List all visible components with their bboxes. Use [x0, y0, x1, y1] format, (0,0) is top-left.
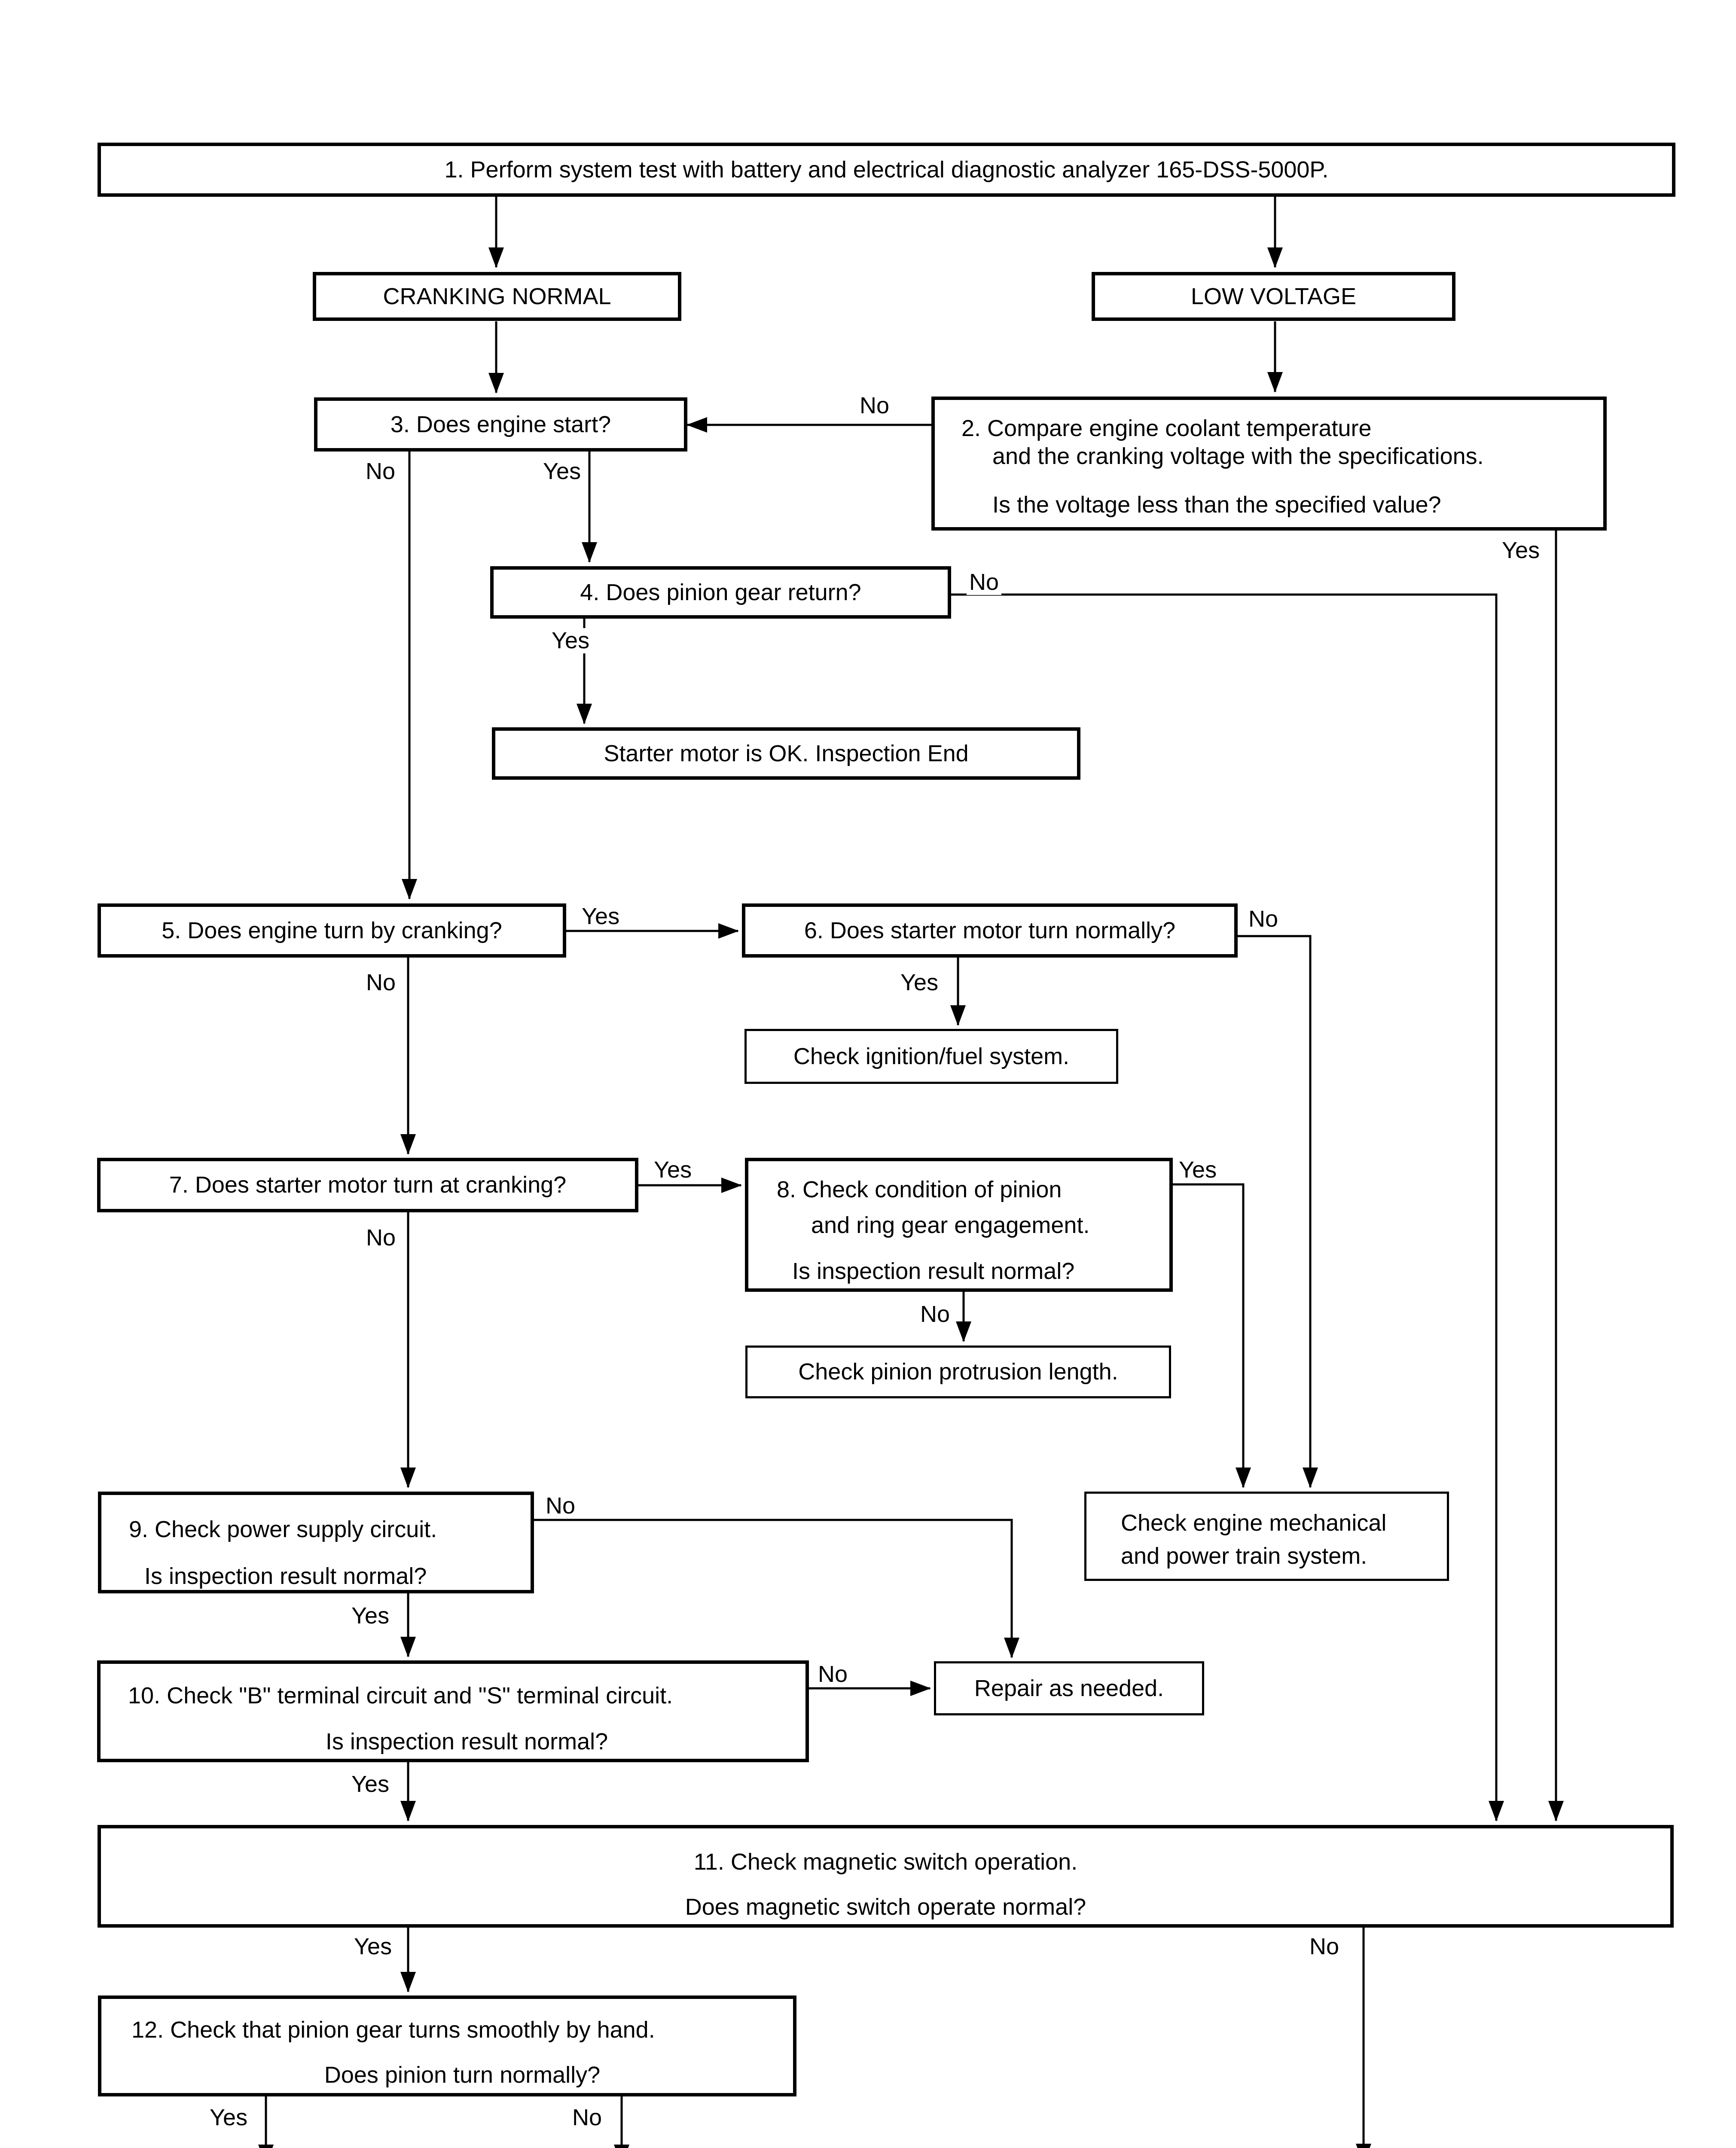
node-step8: 8. Check condition of pinion and ring ge… — [745, 1158, 1173, 1292]
edge-step9-no-to-repair — [534, 1519, 1019, 1658]
edge-label-yes-step3: Yes — [540, 458, 584, 485]
edge-label-yes-step2: Yes — [1499, 537, 1543, 564]
node-step8-line3: Is inspection result normal? — [792, 1258, 1075, 1284]
node-step10-line1: 10. Check "B" terminal circuit and "S" t… — [128, 1683, 673, 1709]
edge-label-no-step11: No — [1307, 1934, 1342, 1960]
node-step12-line1: 12. Check that pinion gear turns smoothl… — [131, 2017, 655, 2043]
node-step8-line1: 8. Check condition of pinion — [777, 1177, 1062, 1202]
edge-label-no-step10: No — [815, 1661, 851, 1687]
node-step2-line1: 2. Compare engine coolant temperature — [961, 415, 1372, 441]
node-step11-line1: 11. Check magnetic switch operation. — [693, 1849, 1078, 1875]
node-step4-label: 4. Does pinion gear return? — [580, 579, 861, 605]
edge-step8-yes-to-engine-mech — [1173, 1183, 1251, 1488]
edge-label-yes-step4: Yes — [549, 628, 592, 654]
node-cranking-normal: CRANKING NORMAL — [313, 272, 681, 321]
edge-label-yes-step5: Yes — [579, 903, 622, 930]
node-step9-line2: Is inspection result normal? — [144, 1563, 427, 1589]
edge-label-no-step3: No — [363, 458, 398, 485]
node-check-engine-mech: Check engine mechanical and power train … — [1084, 1492, 1449, 1581]
edge-label-no-step6: No — [1246, 906, 1281, 932]
node-step1: 1. Perform system test with battery and … — [98, 143, 1675, 197]
node-step10: 10. Check "B" terminal circuit and "S" t… — [97, 1660, 809, 1762]
edge-label-no-step9: No — [543, 1493, 578, 1519]
edge-label-no-step4: No — [967, 569, 1002, 595]
edge-label-no-step5: No — [363, 970, 399, 996]
node-step3: 3. Does engine start? — [314, 397, 687, 452]
node-step8-line2: and ring gear engagement. — [811, 1212, 1090, 1238]
node-starter-ok: Starter motor is OK. Inspection End — [492, 727, 1080, 780]
edge-label-yes-step8: Yes — [1176, 1157, 1220, 1183]
node-low-voltage: LOW VOLTAGE — [1092, 272, 1455, 321]
node-check-engine-mech-line2: and power train system. — [1121, 1543, 1367, 1569]
node-step11-line2: Does magnetic switch operate normal? — [685, 1894, 1086, 1920]
node-repair-label: Repair as needed. — [974, 1675, 1164, 1701]
edge-step6-no-to-engine-mech — [1238, 935, 1318, 1488]
node-check-ignition: Check ignition/fuel system. — [744, 1029, 1118, 1084]
node-step2-line2: and the cranking voltage with the specif… — [992, 443, 1484, 469]
edge-label-no-step8: No — [918, 1301, 953, 1327]
node-cranking-normal-label: CRANKING NORMAL — [383, 283, 611, 309]
node-check-engine-mech-line1: Check engine mechanical — [1121, 1510, 1387, 1536]
node-step1-label: 1. Perform system test with battery and … — [444, 156, 1329, 183]
edge-label-no-step7: No — [363, 1225, 399, 1251]
node-step12-line2: Does pinion turn normally? — [324, 2062, 601, 2088]
node-step4: 4. Does pinion gear return? — [490, 566, 951, 619]
node-starter-ok-label: Starter motor is OK. Inspection End — [604, 740, 969, 766]
node-step6: 6. Does starter motor turn normally? — [742, 903, 1238, 958]
edge-label-no-step12: No — [570, 2105, 605, 2131]
node-step2: 2. Compare engine coolant temperature an… — [931, 397, 1607, 531]
node-low-voltage-label: LOW VOLTAGE — [1190, 283, 1357, 309]
edge-step4-no-to-step11 — [951, 593, 1504, 1822]
node-repair: Repair as needed. — [934, 1661, 1204, 1715]
node-step2-line3: Is the voltage less than the specified v… — [992, 491, 1441, 518]
node-step10-line2: Is inspection result normal? — [325, 1728, 608, 1754]
node-step11: 11. Check magnetic switch operation. Doe… — [98, 1825, 1674, 1928]
edge-label-yes-step9: Yes — [349, 1603, 392, 1629]
node-step9: 9. Check power supply circuit. Is inspec… — [98, 1492, 534, 1593]
edge-label-yes-step10: Yes — [349, 1771, 392, 1797]
node-step5-label: 5. Does engine turn by cranking? — [162, 917, 502, 943]
node-step3-label: 3. Does engine start? — [390, 411, 611, 437]
edge-label-yes-step6: Yes — [898, 970, 941, 996]
node-step7-label: 7. Does starter motor turn at cranking? — [169, 1172, 567, 1198]
edge-label-no-step2-step3: No — [857, 393, 892, 419]
node-check-protrusion: Check pinion protrusion length. — [745, 1346, 1171, 1398]
node-check-protrusion-label: Check pinion protrusion length. — [798, 1359, 1118, 1385]
node-step5: 5. Does engine turn by cranking? — [98, 903, 566, 958]
edge-label-yes-step7: Yes — [651, 1157, 695, 1183]
edge-label-yes-step12: Yes — [207, 2105, 250, 2131]
node-step12: 12. Check that pinion gear turns smoothl… — [98, 1995, 796, 2096]
edge-label-yes-step11: Yes — [351, 1934, 395, 1960]
node-step7: 7. Does starter motor turn at cranking? — [97, 1158, 638, 1212]
node-step9-line1: 9. Check power supply circuit. — [129, 1516, 437, 1542]
node-check-ignition-label: Check ignition/fuel system. — [793, 1043, 1070, 1069]
node-step6-label: 6. Does starter motor turn normally? — [804, 917, 1176, 943]
